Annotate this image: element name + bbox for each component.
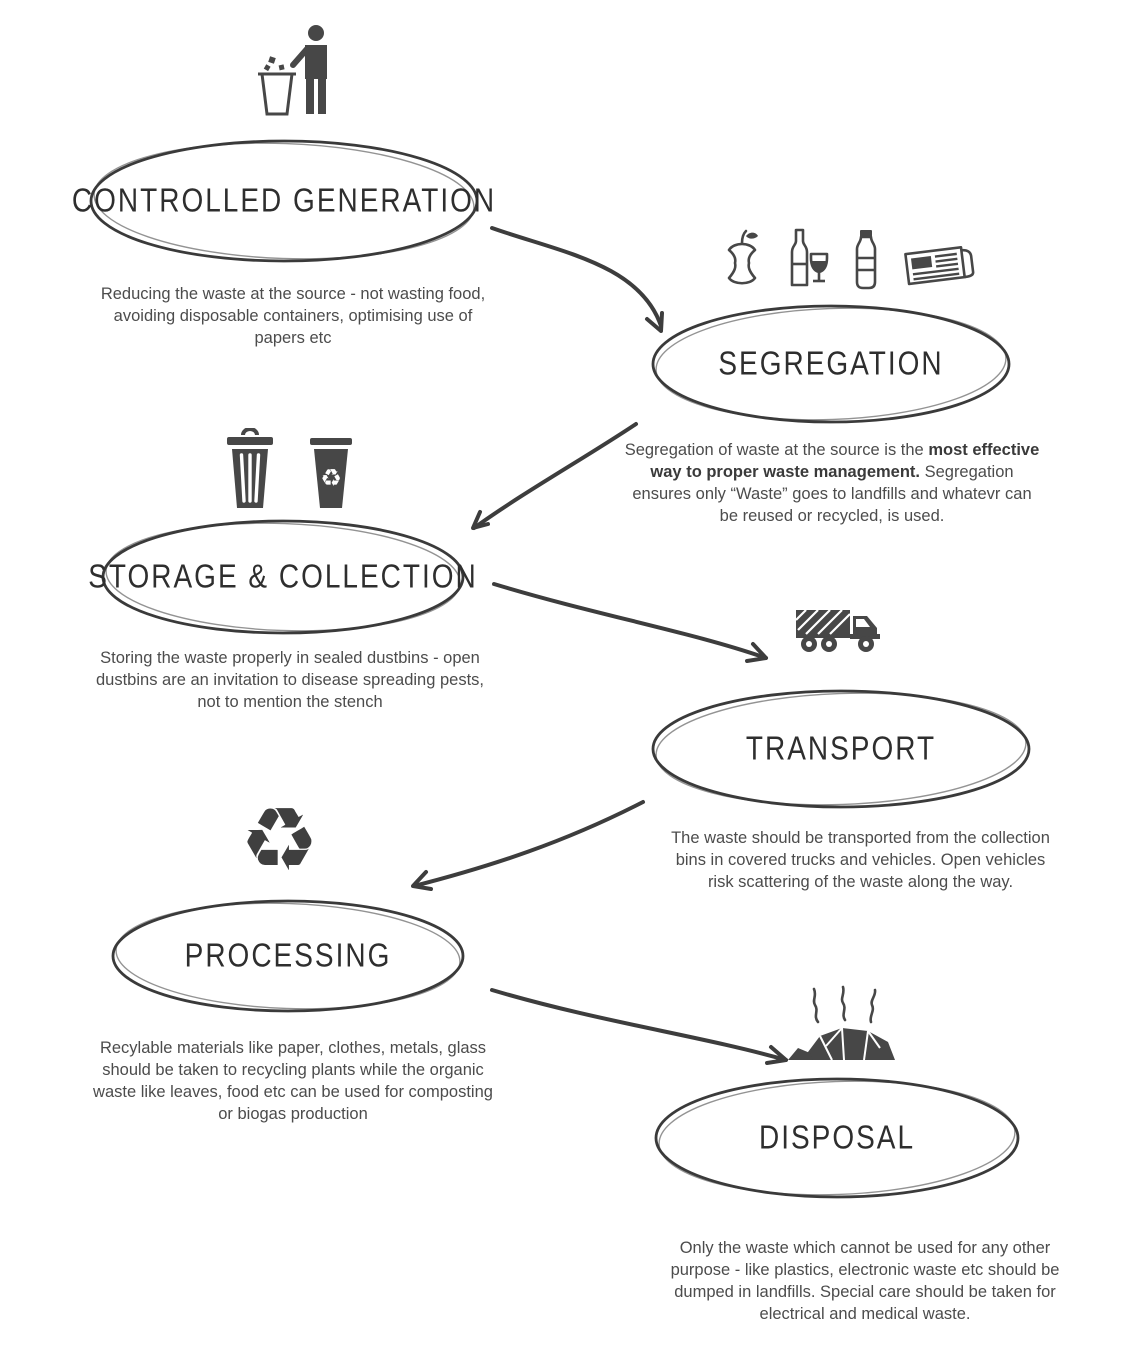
- garbage-truck-icon: [795, 609, 880, 652]
- ellipse-outline: [651, 689, 1031, 809]
- wine-bottle-and-glass-icon: [790, 228, 829, 287]
- description-text: Segregation of waste at the source is th…: [624, 441, 929, 459]
- description-text: Segregation ensures only “Waste” goes to…: [632, 462, 1032, 525]
- recycle-bin-icon: ♻: [310, 438, 352, 508]
- node-ellipse: PROCESSING: [110, 898, 466, 1014]
- segregation-icons: [722, 226, 978, 290]
- person-littering-icon: [258, 25, 327, 116]
- node-description: The waste should be transported from the…: [671, 829, 1050, 891]
- node-description: Reducing the waste at the source - not w…: [100, 285, 486, 347]
- node-title: DISPOSAL: [758, 1119, 916, 1156]
- apple-core-icon: [727, 229, 758, 285]
- ellipse-outline: [651, 304, 1011, 424]
- arrow-storage-to-transport: [492, 582, 768, 660]
- recycling-symbol-icon: ♻: [240, 788, 319, 891]
- ellipse-outline: [111, 899, 465, 1013]
- node-ellipse: CONTROLLED GENERATION: [72, 138, 494, 264]
- ellipse-outline: [89, 139, 479, 263]
- node-title: STORAGE & COLLECTION: [88, 558, 478, 595]
- plastic-bottle-icon: [855, 230, 877, 290]
- arrow-generation-to-segregation: [490, 226, 663, 328]
- arrow-segregation-to-storage: [472, 422, 638, 530]
- ellipse-outline: [101, 519, 465, 635]
- node-description: Segregation of waste at the source is th…: [622, 440, 1042, 528]
- node-ellipse: TRANSPORT: [650, 688, 1032, 810]
- description-bold-text: most effective way to proper waste manag…: [650, 441, 1040, 481]
- newspaper-icon: [904, 246, 975, 286]
- node-title: PROCESSING: [184, 937, 392, 974]
- trash-can-icon: [227, 428, 273, 508]
- ellipse-outline: [654, 1077, 1020, 1199]
- node-description: Storing the waste properly in sealed dus…: [96, 649, 484, 711]
- node-ellipse: STORAGE & COLLECTION: [88, 518, 476, 636]
- node-ellipse: DISPOSAL: [653, 1076, 1021, 1200]
- storage-icons: ♻: [224, 428, 356, 510]
- node-description: Recylable materials like paper, clothes,…: [93, 1039, 493, 1123]
- node-description: Only the waste which cannot be used for …: [670, 1239, 1060, 1323]
- recycling-symbol-small: ♻: [320, 464, 342, 492]
- arrow-transport-to-processing: [412, 800, 645, 888]
- arrowhead-segregation-to-storage: [471, 510, 490, 530]
- arrowhead-storage-to-transport: [745, 642, 768, 663]
- arrowhead-transport-to-processing: [411, 870, 433, 891]
- node-title: CONTROLLED GENERATION: [71, 182, 497, 219]
- node-title: SEGREGATION: [718, 345, 944, 382]
- node-ellipse: SEGREGATION: [650, 303, 1012, 425]
- node-title: TRANSPORT: [745, 730, 937, 767]
- landfill-icon: [788, 985, 895, 1061]
- arrow-processing-to-disposal: [490, 988, 788, 1062]
